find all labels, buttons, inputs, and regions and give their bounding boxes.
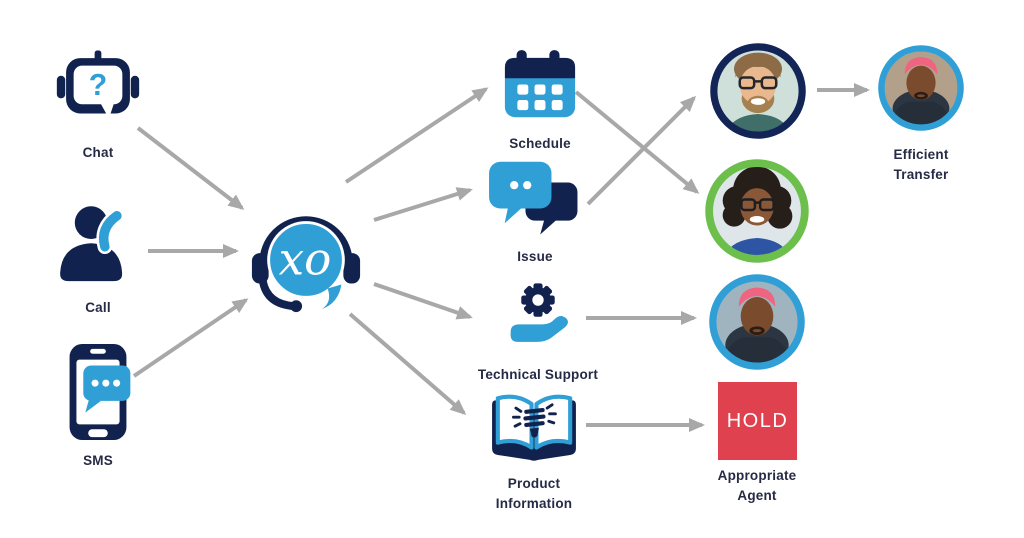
channel-call: Call <box>52 201 144 318</box>
arrow-schedule-to-green-agent <box>574 90 700 194</box>
appropriate-agent-label: Appropriate Agent <box>717 468 797 503</box>
agent-avatar-man-glasses <box>710 43 806 144</box>
headset-bot-logo-icon: xo <box>247 198 365 321</box>
gear-hand-icon <box>499 278 577 359</box>
intent-product-information-label: Product Information <box>495 476 573 511</box>
hold-badge: HOLD <box>718 382 797 460</box>
intent-issue-label: Issue <box>517 249 553 264</box>
intent-schedule-label: Schedule <box>509 136 571 151</box>
chatbot-icon: ? <box>55 48 141 137</box>
channel-sms-label: SMS <box>83 453 113 468</box>
channel-call-label: Call <box>85 300 111 315</box>
arrow-chat-to-hub <box>136 126 245 210</box>
agent-navy-ring <box>710 43 806 144</box>
person-call-icon <box>55 201 141 294</box>
open-book-bulb-icon <box>488 390 580 469</box>
transfer-avatar-man-pink-hair <box>878 45 964 136</box>
channel-chat: ? Chat <box>52 48 144 163</box>
arrow-issue-to-navy-agent <box>586 95 697 206</box>
agent-avatar-woman-afro <box>705 159 809 268</box>
arrow-hub-to-technical-support <box>373 282 473 320</box>
efficient-transfer-label: Efficient Transfer <box>893 147 949 182</box>
intent-schedule: Schedule <box>498 48 582 154</box>
hub-logo-text: xo <box>279 233 332 286</box>
hold-status: HOLD <box>718 382 797 460</box>
chat-bubbles-icon <box>487 160 583 243</box>
calendar-icon <box>501 48 579 129</box>
intent-technical-support: Technical Support <box>468 278 608 385</box>
agent-blue-ring <box>709 274 805 375</box>
virtual-agent-hub: xo <box>247 198 365 321</box>
arrow-hub-to-issue <box>373 187 473 222</box>
arrow-hub-to-product-information <box>348 312 467 415</box>
channel-chat-label: Chat <box>82 145 114 160</box>
agent-green-ring <box>705 159 809 268</box>
arrow-hub-to-schedule <box>344 87 489 184</box>
agent-avatar-man-pink-hair <box>709 274 805 375</box>
channel-sms: SMS <box>58 342 138 471</box>
intent-technical-support-label: Technical Support <box>477 367 599 382</box>
svg-text:?: ? <box>89 69 107 102</box>
intent-issue: Issue <box>486 160 584 267</box>
arrow-sms-to-hub <box>132 298 249 378</box>
intent-product-information: Product Information <box>486 390 582 514</box>
efficient-transfer-agent <box>878 45 964 136</box>
phone-sms-icon <box>61 342 135 447</box>
